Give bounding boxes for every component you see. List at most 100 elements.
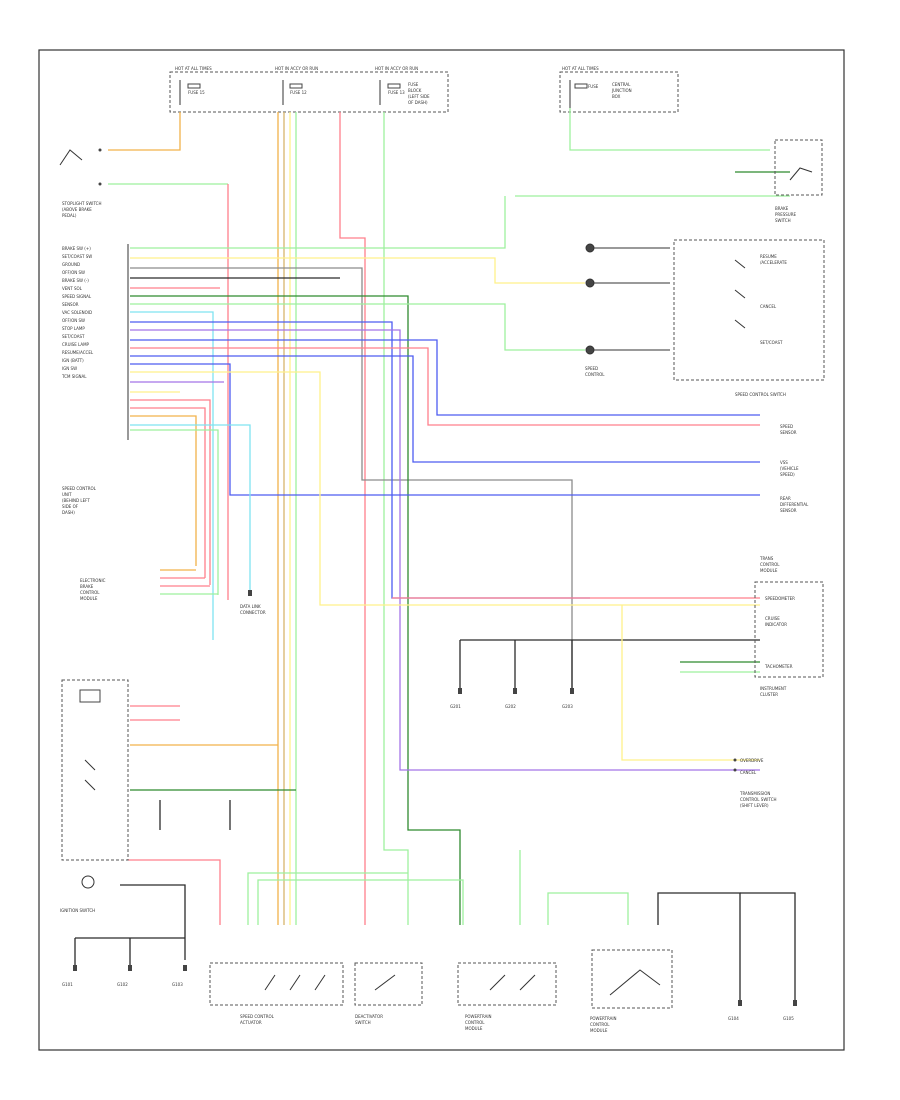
diagram-frame [38,49,845,1051]
wire-pin7 [130,303,585,351]
wire-pin14 [130,363,760,496]
svg-text:MODULE: MODULE [465,1026,483,1031]
svg-text:CONTROL: CONTROL [760,562,780,567]
svg-text:HOT AT ALL TIMES: HOT AT ALL TIMES [175,66,212,71]
svg-text:HOT IN ACCY OR RUN: HOT IN ACCY OR RUN [275,66,318,71]
wire-ign-6 [120,884,186,960]
svg-text:CONTROL: CONTROL [465,1020,485,1025]
bottom-module-3: POWERTRAIN CONTROL MODULE [457,962,557,1031]
svg-text:DATA LINK: DATA LINK [240,604,261,609]
svg-text:SENSOR: SENSOR [780,430,797,435]
svg-text:TRANSMISSION: TRANSMISSION [739,791,770,796]
svg-text:(ABOVE BRAKE: (ABOVE BRAKE [62,207,92,212]
wire-pin3 [130,267,573,690]
wire-orange-clutch [108,112,181,151]
wire-pin20 [130,415,197,566]
svg-text:G102: G102 [117,982,128,987]
wire-bottom-g2 [257,879,464,925]
svg-text:SENSOR: SENSOR [62,302,79,307]
svg-text:OF DASH): OF DASH) [408,100,428,105]
svg-text:SENSOR: SENSOR [780,508,797,513]
svg-text:DASH): DASH) [62,510,75,515]
wire-yel-tsensor [621,605,760,761]
wire-bottom-g1 [247,872,408,925]
svg-text:G203: G203 [562,704,573,709]
svg-text:TRANS: TRANS [759,556,774,561]
svg-text:CONTROL: CONTROL [585,372,605,377]
svg-text:G104: G104 [728,1016,739,1021]
svg-text:SPEED: SPEED [780,424,793,429]
wire-pin11 [130,339,760,416]
wire-green-rfuse [569,108,770,151]
svg-text:VAC SOLENOID: VAC SOLENOID [62,310,92,315]
svg-text:POWERTRAIN: POWERTRAIN [465,1014,492,1019]
svg-text:CONNECTOR: CONNECTOR [240,610,266,615]
svg-text:CONTROL: CONTROL [80,590,100,595]
svg-text:SET/COAST: SET/COAST [760,340,783,345]
svg-text:DIFFERENTIAL: DIFFERENTIAL [780,502,809,507]
svg-text:STOPLIGHT SWITCH: STOPLIGHT SWITCH [62,201,101,206]
svg-text:HOT IN ACCY OR RUN: HOT IN ACCY OR RUN [375,66,418,71]
fuse-box-right: HOT AT ALL TIMES FUSE CENTRAL JUNCTION B… [559,66,679,113]
svg-text:BRAKE SW (+): BRAKE SW (+) [62,246,91,251]
brake-switch: BRAKE PRESSURE SWITCH [774,139,823,223]
svg-text:FUSE 12: FUSE 12 [290,90,307,95]
svg-text:FUSE: FUSE [408,82,419,87]
svg-text:MODULE: MODULE [590,1028,608,1033]
svg-text:GROUND: GROUND [62,262,80,267]
svg-text:CLUSTER: CLUSTER [760,692,778,697]
svg-text:IGN SW: IGN SW [62,366,77,371]
wire-pin10 [130,329,760,771]
svg-text:(VEHICLE: (VEHICLE [780,466,799,471]
svg-text:IGNITION SWITCH: IGNITION SWITCH [60,908,95,913]
svg-text:SPEED CONTROL: SPEED CONTROL [240,1014,275,1019]
wire-pin1 [130,196,506,249]
svg-text:(LEFT SIDE: (LEFT SIDE [408,94,430,99]
cruise-control-switch: RESUME /ACCELERATE CANCEL SET/COAST SPEE… [585,239,825,397]
svg-text:G201: G201 [450,704,461,709]
wire-bottom-b1 [657,892,741,1000]
svg-text:DEACTIVATOR: DEACTIVATOR [355,1014,383,1019]
wire-green-right [383,112,409,925]
svg-text:VENT SOL: VENT SOL [62,286,83,291]
svg-text:SET/COAST SW: SET/COAST SW [62,254,92,259]
svg-text:PRESSURE: PRESSURE [775,212,797,217]
svg-text:JUNCTION: JUNCTION [611,88,632,93]
svg-text:VSS: VSS [780,460,788,465]
svg-text:FUSE: FUSE [588,84,599,89]
wire-pin13 [130,355,760,463]
svg-text:SIDE OF: SIDE OF [62,504,79,509]
ground-symbols-right: G104 G105 [728,1000,797,1021]
svg-text:UNIT: UNIT [62,492,72,497]
fuse-box-left: HOT AT ALL TIMES HOT IN ACCY OR RUN HOT … [169,66,449,113]
ebc-module: ELECTRONIC BRAKE CONTROL MODULE [80,578,106,601]
svg-text:RESUME/ACCEL: RESUME/ACCEL [62,350,94,355]
svg-text:FUSE 13: FUSE 13 [388,90,405,95]
svg-text:MODULE: MODULE [80,596,98,601]
svg-text:CENTRAL: CENTRAL [612,82,631,87]
svg-text:OVERDRIVE: OVERDRIVE [740,758,764,763]
svg-text:STOP LAMP: STOP LAMP [62,326,85,331]
svg-text:SPEED SIGNAL: SPEED SIGNAL [62,294,92,299]
svg-text:CANCEL: CANCEL [760,304,777,309]
svg-text:CANCEL: CANCEL [740,770,757,775]
svg-text:SWITCH: SWITCH [775,218,791,223]
svg-text:PEDAL): PEDAL) [62,213,77,218]
wire-pin2 [130,257,585,284]
svg-text:REAR: REAR [780,496,791,501]
svg-text:CRUISE: CRUISE [765,616,780,621]
wire-pin19 [130,407,206,578]
wire-ign-5 [128,859,221,925]
svg-text:BLOCK: BLOCK [408,88,422,93]
svg-text:SPEED CONTROL: SPEED CONTROL [62,486,97,491]
bottom-module-1: SPEED CONTROL ACTUATOR [209,962,344,1025]
wire-pin8 [130,311,214,640]
wire-pin18 [130,399,211,585]
svg-text:SPEED CONTROL SWITCH: SPEED CONTROL SWITCH [735,392,786,397]
svg-text:OFF/ON SW: OFF/ON SW [62,270,85,275]
svg-text:G103: G103 [172,982,183,987]
svg-text:HOT AT ALL TIMES: HOT AT ALL TIMES [562,66,599,71]
svg-text:RESUME: RESUME [760,254,777,259]
svg-text:POWERTRAIN: POWERTRAIN [590,1016,617,1021]
svg-text:/ACCELERATE: /ACCELERATE [760,260,787,265]
